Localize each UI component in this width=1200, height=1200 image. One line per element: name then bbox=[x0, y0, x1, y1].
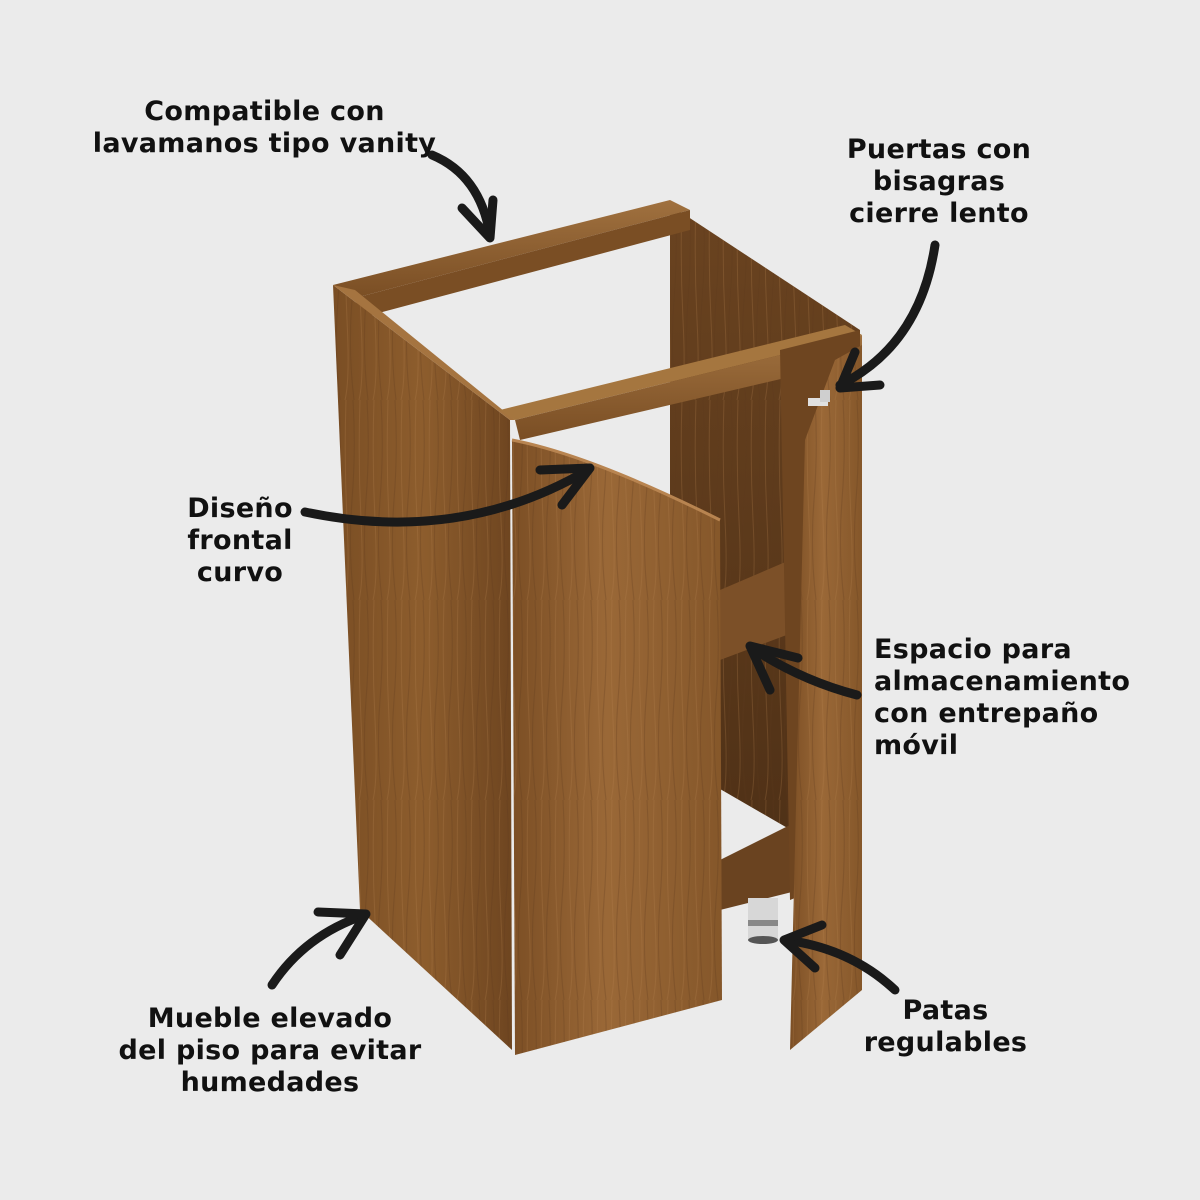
callout-line: curvo bbox=[196, 557, 284, 588]
cabinet-left-side-panel bbox=[333, 285, 515, 1050]
callout-line: humedades bbox=[180, 1067, 360, 1098]
callout-line: lavamanos tipo vanity bbox=[92, 128, 437, 159]
arrow-to-storage bbox=[745, 641, 862, 700]
callout-line: cierre lento bbox=[849, 198, 1029, 229]
callout-line: Diseño bbox=[187, 493, 293, 524]
arrow-to-curved-front bbox=[300, 463, 595, 527]
adjustable-leg bbox=[748, 898, 778, 944]
arrow-to-hinges bbox=[835, 240, 940, 393]
callout-vanity-compatible: Compatible con lavamanos tipo vanity bbox=[92, 96, 437, 160]
callout-line: Patas bbox=[902, 995, 989, 1026]
arrow-to-base bbox=[267, 907, 371, 990]
callout-line: con entrepaño bbox=[874, 698, 1099, 729]
callout-line: Compatible con bbox=[144, 96, 385, 127]
callout-line: móvil bbox=[874, 730, 959, 761]
callout-storage-shelf: Espacio para almacenamiento con entrepañ… bbox=[874, 634, 1164, 762]
cabinet-top-back-rail bbox=[333, 200, 690, 318]
callout-line: Mueble elevado bbox=[147, 1003, 393, 1034]
callout-soft-close-hinges: Puertas con bisagras cierre lento bbox=[838, 134, 1040, 230]
callout-line: bisagras bbox=[872, 166, 1006, 197]
arrow-to-legs bbox=[779, 920, 900, 995]
callout-line: regulables bbox=[863, 1027, 1028, 1058]
callout-elevated-base: Mueble elevado del piso para evitar hume… bbox=[110, 1003, 430, 1099]
left-door-curved bbox=[511, 438, 722, 1055]
callout-line: Puertas con bbox=[846, 134, 1032, 165]
hinge-icon bbox=[808, 398, 828, 406]
callout-line: del piso para evitar bbox=[118, 1035, 422, 1066]
callout-adjustable-legs: Patas regulables bbox=[858, 995, 1033, 1059]
callout-curved-front: Diseño frontal curvo bbox=[180, 493, 300, 589]
callout-line: frontal bbox=[187, 525, 293, 556]
cabinet-shelf bbox=[720, 560, 800, 910]
callout-line: Espacio para bbox=[874, 634, 1072, 665]
cabinet-front-top-rail bbox=[500, 325, 862, 440]
right-door-open bbox=[790, 345, 862, 1050]
arrow-to-top-frame bbox=[427, 150, 498, 243]
callout-line: almacenamiento bbox=[874, 666, 1131, 697]
